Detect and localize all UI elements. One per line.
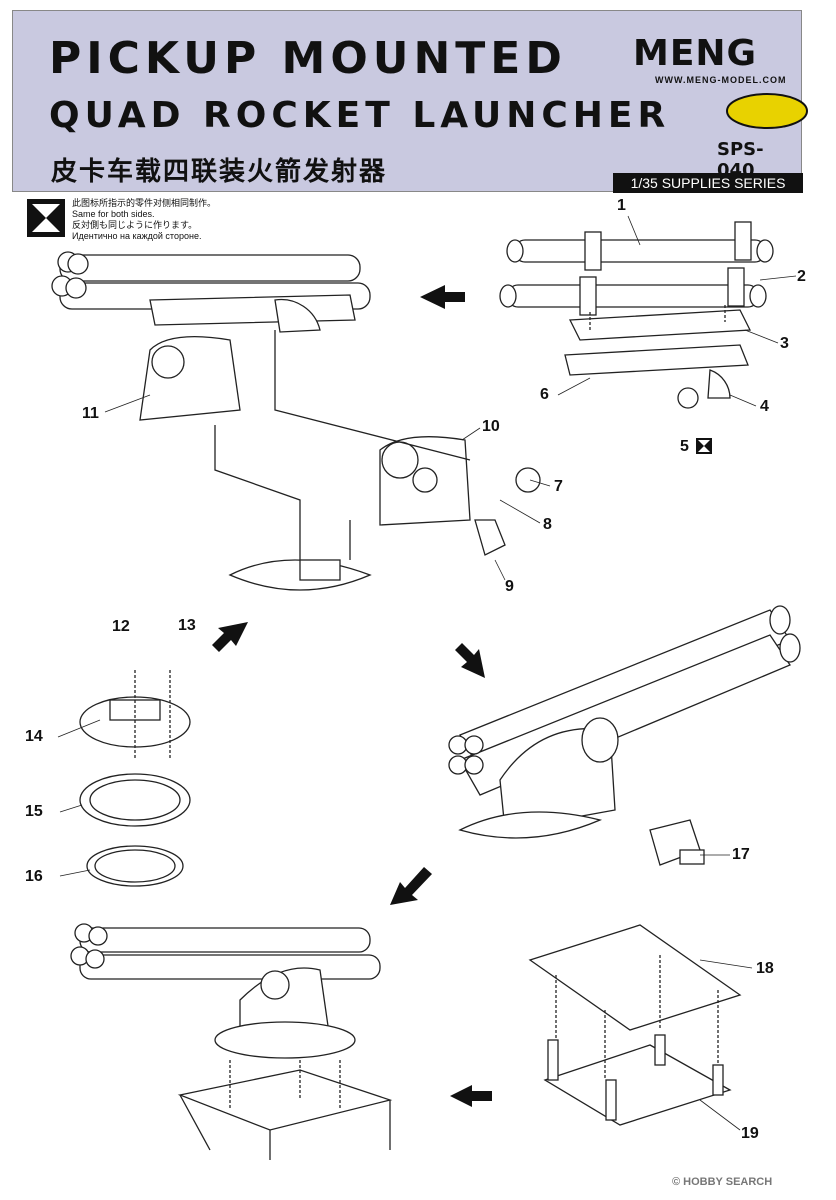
supplies-series-logo <box>726 93 808 129</box>
brand-url: WWW.MENG-MODEL.COM <box>655 75 787 85</box>
note-line-cn: 此图标所指示的零件对侧相同制作。 <box>72 198 217 208</box>
title-line-2: QUAD ROCKET LAUNCHER <box>49 95 671 136</box>
brand-logo: MENG <box>633 33 758 74</box>
callout-15: 15 <box>25 803 43 820</box>
callout-6: 6 <box>540 386 549 403</box>
final-assembly-drawing <box>70 923 393 1160</box>
callout-12: 12 <box>112 618 130 635</box>
callout-19: 19 <box>741 1125 759 1142</box>
turret-base-drawing <box>79 670 191 887</box>
note-text: 此图标所指示的零件对侧相同制作。 Same for both sides. 反対… <box>72 198 332 242</box>
note-line-ru: Идентично на каждой стороне. <box>72 231 202 241</box>
arrow-down-right <box>455 643 485 678</box>
callout-16: 16 <box>25 868 43 885</box>
title-line-1: PICKUP MOUNTED <box>49 33 567 84</box>
note-line-jp: 反対側も同じように作ります。 <box>72 220 198 230</box>
callout-2: 2 <box>797 268 806 285</box>
instruction-header: PICKUP MOUNTED QUAD ROCKET LAUNCHER 皮卡车载… <box>12 10 808 193</box>
callout-3: 3 <box>780 335 789 352</box>
series-label: 1/35 SUPPLIES SERIES <box>613 173 803 193</box>
callout-10: 10 <box>482 418 500 435</box>
note-line-en: Same for both sides. <box>72 209 155 219</box>
symmetric-hourglass-icon <box>696 438 712 454</box>
callout-1: 1 <box>617 197 626 214</box>
callout-17: 17 <box>732 846 750 863</box>
arrow-left-bottom <box>450 1085 492 1107</box>
watermark: © HOBBY SEARCH <box>672 1176 773 1188</box>
arrow-up-right <box>212 622 248 652</box>
callout-9: 9 <box>505 578 514 595</box>
title-chinese: 皮卡车载四联装火箭发射器 <box>51 157 388 187</box>
callout-14: 14 <box>25 728 43 745</box>
symmetric-hourglass-icon <box>27 199 65 237</box>
assembled-launcher-drawing <box>448 605 801 866</box>
launcher-body-drawing <box>51 251 541 591</box>
callout-5: 5 <box>680 438 689 455</box>
callout-11: 11 <box>82 405 99 422</box>
arrow-left-top <box>420 285 465 309</box>
arrow-down-left <box>390 867 432 905</box>
callout-13: 13 <box>178 617 196 634</box>
callout-8: 8 <box>543 516 552 533</box>
callout-7: 7 <box>554 478 563 495</box>
callout-leaders <box>57 215 797 1131</box>
callout-18: 18 <box>756 960 774 977</box>
frame-parts-drawing <box>528 924 742 1126</box>
callout-4: 4 <box>760 398 769 415</box>
rocket-tubes-parts-drawing <box>499 221 774 409</box>
